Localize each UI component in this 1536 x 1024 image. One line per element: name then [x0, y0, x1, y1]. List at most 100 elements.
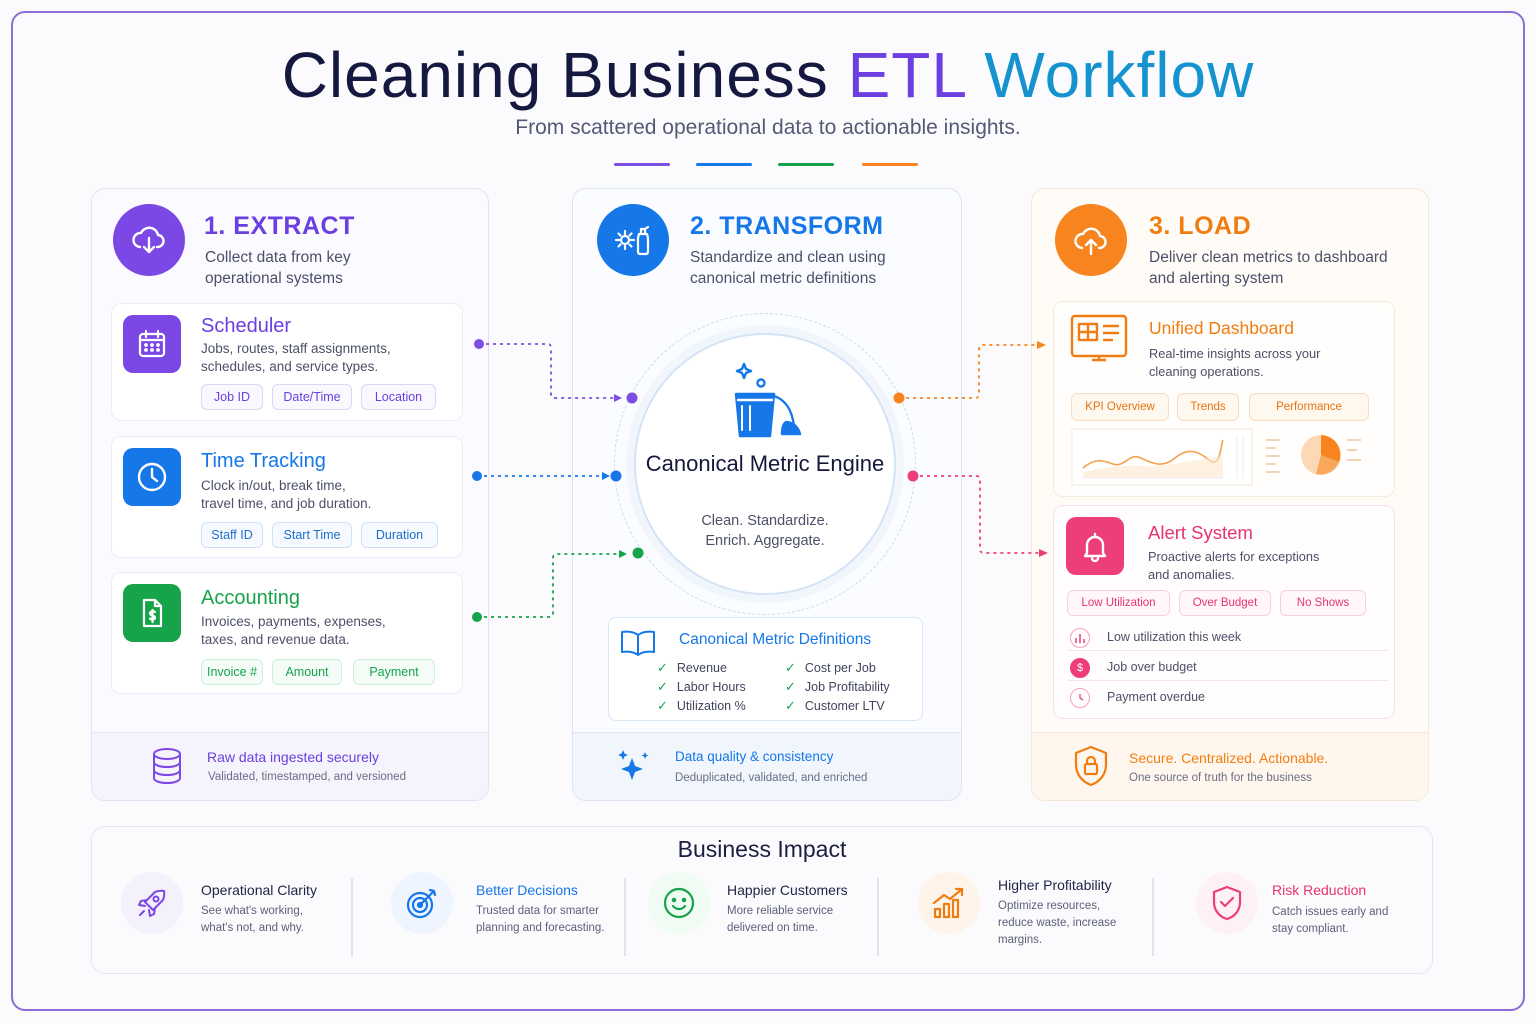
- page-title: Cleaning Business ETL Workflow: [281, 39, 1255, 111]
- database-icon: [150, 747, 184, 790]
- open-book-icon: [620, 630, 656, 661]
- accent-bar-blue: [696, 163, 752, 166]
- check-icon: ✓: [785, 679, 796, 694]
- dashboard-description: Real-time insights across your cleaning …: [1149, 346, 1321, 379]
- cleaning-bucket-icon: [730, 362, 806, 447]
- extract-description: Collect data from key operational system…: [205, 249, 351, 287]
- transform-footer-subtitle: Deduplicated, validated, and enriched: [675, 772, 868, 784]
- chip-location: Location: [361, 384, 436, 410]
- chip-duration: Duration: [361, 522, 438, 548]
- invoice-dollar-icon: [123, 584, 181, 642]
- accounting-description: Invoices, payments, expenses, taxes, and…: [201, 614, 386, 647]
- impact-desc-operational-clarity: See what's working, what's not, and why.: [201, 905, 304, 934]
- transform-footer-title: Data quality & consistency: [675, 749, 834, 764]
- canonical-metric-definitions: [608, 617, 923, 721]
- calendar-icon: [123, 315, 181, 373]
- time-tracking-title: Time Tracking: [201, 450, 326, 472]
- def-labor-hours: ✓Labor Hours: [657, 679, 746, 694]
- check-icon: ✓: [657, 679, 668, 694]
- def-customer-ltv: ✓Customer LTV: [785, 698, 885, 713]
- def-revenue: ✓Revenue: [657, 660, 727, 675]
- shield-lock-icon: [1072, 745, 1110, 792]
- bar-chart-icon: [1070, 628, 1090, 648]
- sparkle-icon: [616, 748, 652, 789]
- impact-desc-higher-profitability: Optimize resources, reduce waste, increa…: [998, 900, 1117, 946]
- dashboard-layout-icon: [1070, 314, 1128, 371]
- chip-payment: Payment: [353, 659, 435, 685]
- chip-job-id: Job ID: [201, 384, 263, 410]
- shield-check-icon: [1196, 872, 1258, 934]
- scheduler-description: Jobs, routes, staff assignments, schedul…: [201, 341, 391, 374]
- dashboard-title: Unified Dashboard: [1149, 318, 1294, 338]
- chip-start-time: Start Time: [272, 522, 352, 548]
- def-utilization: ✓Utilization %: [657, 698, 746, 713]
- growth-chart-icon: [918, 872, 980, 934]
- time-tracking-description: Clock in/out, break time, travel time, a…: [201, 478, 372, 511]
- accent-bar-orange: [862, 163, 918, 166]
- alert-item: Payment overdue: [1107, 690, 1205, 704]
- business-impact-title: Business Impact: [677, 836, 847, 862]
- cloud-upload-icon: [1055, 204, 1127, 276]
- impact-desc-happier-customers: More reliable service delivered on time.: [727, 905, 834, 934]
- chip-amount: Amount: [272, 659, 342, 685]
- rocket-icon: [121, 872, 183, 934]
- chip-over-budget: Over Budget: [1179, 590, 1271, 616]
- chip-invoice-number: Invoice #: [201, 659, 263, 685]
- accent-bar-purple: [614, 163, 670, 166]
- dollar-icon: $: [1070, 658, 1090, 678]
- scheduler-title: Scheduler: [201, 315, 292, 337]
- cloud-download-icon: [113, 204, 185, 276]
- definitions-title: Canonical Metric Definitions: [679, 631, 872, 648]
- target-icon: [391, 872, 453, 934]
- chip-staff-id: Staff ID: [201, 522, 263, 548]
- load-footer-title: Secure. Centralized. Actionable.: [1129, 750, 1329, 766]
- load-description: Deliver clean metrics to dashboard and a…: [1149, 249, 1388, 287]
- transform-description: Standardize and clean using canonical me…: [690, 249, 886, 287]
- alert-divider: [1068, 650, 1388, 651]
- check-icon: ✓: [785, 660, 796, 675]
- impact-title-operational-clarity: Operational Clarity: [201, 882, 317, 898]
- chip-date-time: Date/Time: [272, 384, 352, 410]
- dashboard-preview: [1071, 428, 1367, 486]
- chip-low-utilization: Low Utilization: [1067, 590, 1170, 616]
- smiley-icon: [648, 872, 710, 934]
- alert-item: Job over budget: [1107, 660, 1197, 674]
- check-icon: ✓: [657, 660, 668, 675]
- bell-icon: [1066, 517, 1124, 575]
- canonical-metric-engine: [634, 333, 896, 595]
- alert-title: Alert System: [1148, 522, 1253, 543]
- accounting-title: Accounting: [201, 587, 300, 609]
- impact-divider: [351, 878, 353, 956]
- chip-no-shows: No Shows: [1280, 590, 1366, 616]
- clock-icon: [123, 448, 181, 506]
- def-cost-per-job: ✓Cost per Job: [785, 660, 876, 675]
- page-subtitle: From scattered operational data to actio…: [515, 116, 1021, 139]
- engine-subtitle: Clean. Standardize. Enrich. Aggregate.: [701, 513, 829, 549]
- transform-title: 2. TRANSFORM: [690, 212, 884, 240]
- impact-title-risk-reduction: Risk Reduction: [1272, 882, 1367, 898]
- extract-footer-subtitle: Validated, timestamped, and versioned: [208, 771, 406, 783]
- impact-desc-better-decisions: Trusted data for smarter planning and fo…: [476, 905, 605, 934]
- engine-title: Canonical Metric Engine: [645, 451, 885, 476]
- check-icon: ✓: [657, 698, 668, 713]
- clock-icon: [1070, 688, 1090, 708]
- impact-title-higher-profitability: Higher Profitability: [998, 877, 1112, 893]
- extract-footer-title: Raw data ingested securely: [207, 749, 379, 765]
- impact-desc-risk-reduction: Catch issues early and stay compliant.: [1272, 906, 1389, 935]
- alert-description: Proactive alerts for exceptions and anom…: [1148, 549, 1320, 582]
- check-icon: ✓: [785, 698, 796, 713]
- load-footer-subtitle: One source of truth for the business: [1129, 772, 1312, 784]
- transform-footer: [573, 732, 961, 800]
- alert-item: Low utilization this week: [1107, 630, 1242, 644]
- load-title: 3. LOAD: [1149, 212, 1252, 240]
- impact-divider: [1152, 878, 1154, 956]
- def-job-profitability: ✓Job Profitability: [785, 679, 890, 694]
- accent-bar-green: [778, 163, 834, 166]
- impact-title-happier-customers: Happier Customers: [727, 882, 848, 898]
- engine-outer-ring: [614, 313, 916, 615]
- gear-spray-icon: [597, 204, 669, 276]
- impact-divider: [877, 878, 879, 956]
- impact-divider: [624, 878, 626, 956]
- chip-kpi-overview: KPI Overview: [1071, 393, 1169, 421]
